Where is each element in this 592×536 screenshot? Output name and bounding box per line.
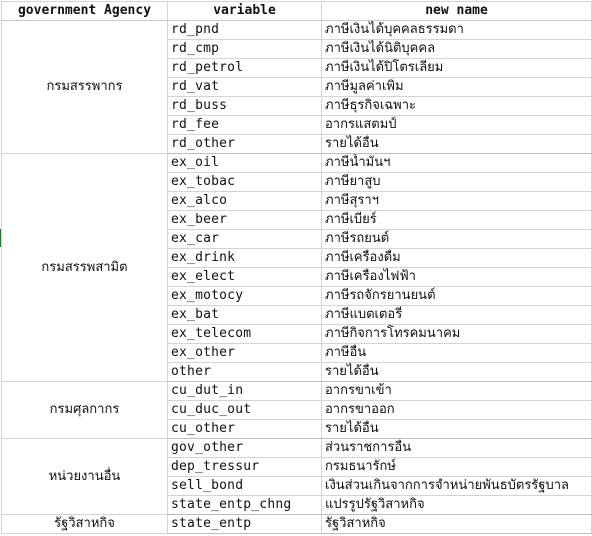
variable-cell[interactable]: rd_vat (167, 77, 322, 97)
variable-cell[interactable]: ex_motocy (167, 286, 322, 306)
variable-cell[interactable]: ex_other (167, 343, 322, 363)
variable-cell[interactable]: ex_elect (167, 267, 322, 287)
new-name-cell[interactable]: แปรรูปรัฐวิสาหกิจ (321, 495, 592, 515)
variable-cell[interactable]: dep_tressur (167, 457, 322, 477)
new-name-cell[interactable]: เงินส่วนเกินจากการจำหน่ายพันธบัตรรัฐบาล (321, 476, 592, 496)
new-name-cell[interactable]: รายได้อื่น (321, 134, 592, 154)
new-name-cell[interactable]: ภาษีเครื่องดื่ม (321, 248, 592, 268)
agency-cell[interactable]: กรมศุลกากร (1, 381, 168, 439)
agency-cell[interactable]: กรมสรรพสามิต (1, 153, 168, 382)
variable-cell[interactable]: ex_car (167, 229, 322, 249)
header-row: government Agency variable new name (1, 1, 592, 21)
variable-cell[interactable]: other (167, 362, 322, 382)
variable-cell[interactable]: ex_drink (167, 248, 322, 268)
new-name-cell[interactable]: ภาษีธุรกิจเฉพาะ (321, 96, 592, 116)
new-name-cell[interactable]: ภาษีแบตเตอรี่ (321, 305, 592, 325)
variable-cell[interactable]: cu_other (167, 419, 322, 439)
new-name-cell[interactable]: ภาษียาสูบ (321, 172, 592, 192)
variable-cell[interactable]: sell_bond (167, 476, 322, 496)
new-name-cell[interactable]: กรมธนารักษ์ (321, 457, 592, 477)
new-name-cell[interactable]: ภาษีกิจการโทรคมนาคม (321, 324, 592, 344)
new-name-cell[interactable]: อากรขาออก (321, 400, 592, 420)
agency-cell[interactable]: กรมสรรพากร (1, 20, 168, 154)
variable-cell[interactable]: ex_oil (167, 153, 322, 173)
new-name-cell[interactable]: ภาษีเครื่องไฟฟ้า (321, 267, 592, 287)
header-agency[interactable]: government Agency (1, 1, 168, 21)
variable-cell[interactable]: rd_petrol (167, 58, 322, 78)
new-name-cell[interactable]: ภาษีมูลค่าเพิ่ม (321, 77, 592, 97)
new-name-cell[interactable]: ภาษีอื่น (321, 343, 592, 363)
new-name-cell[interactable]: ภาษีรถจักรยานยนต์ (321, 286, 592, 306)
new-name-cell[interactable]: ส่วนราชการอื่น (321, 438, 592, 458)
new-name-cell[interactable]: ภาษีเงินได้ปิโตรเลียม (321, 58, 592, 78)
new-name-cell[interactable]: ภาษีเบียร์ (321, 210, 592, 230)
new-name-cell[interactable]: อากรแสตมป์ (321, 115, 592, 135)
new-name-cell[interactable]: ภาษีเงินได้บุคคลธรรมดา (321, 20, 592, 40)
variable-cell[interactable]: gov_other (167, 438, 322, 458)
variable-cell[interactable]: ex_bat (167, 305, 322, 325)
new-name-cell[interactable]: อากรขาเข้า (321, 381, 592, 401)
variable-cell[interactable]: cu_dut_in (167, 381, 322, 401)
variable-cell[interactable]: state_entp (167, 514, 322, 534)
new-name-cell[interactable]: ภาษีสุราฯ (321, 191, 592, 211)
variable-cell[interactable]: ex_beer (167, 210, 322, 230)
new-name-cell[interactable]: รายได้อื่น (321, 419, 592, 439)
new-name-cell[interactable]: ภาษีรถยนต์ (321, 229, 592, 249)
variable-cell[interactable]: rd_cmp (167, 39, 322, 59)
variable-cell[interactable]: ex_telecom (167, 324, 322, 344)
new-name-cell[interactable]: ภาษีน้ำมันฯ (321, 153, 592, 173)
agency-cell[interactable]: หน่วยงานอื่น (1, 438, 168, 515)
variable-cell[interactable]: rd_buss (167, 96, 322, 116)
variable-cell[interactable]: rd_fee (167, 115, 322, 135)
variable-cell[interactable]: rd_other (167, 134, 322, 154)
new-name-cell[interactable]: รัฐวิสาหกิจ (321, 514, 592, 534)
variable-cell[interactable]: rd_pnd (167, 20, 322, 40)
variable-cell[interactable]: state_entp_chng (167, 495, 322, 515)
header-variable[interactable]: variable (167, 1, 322, 21)
variable-cell[interactable]: cu_duc_out (167, 400, 322, 420)
new-name-cell[interactable]: ภาษีเงินได้นิติบุคคล (321, 39, 592, 59)
agency-cell[interactable]: รัฐวิสาหกิจ (1, 514, 168, 534)
new-name-cell[interactable]: รายได้อื่น (321, 362, 592, 382)
header-new-name[interactable]: new name (321, 1, 592, 21)
variable-cell[interactable]: ex_tobac (167, 172, 322, 192)
variable-cell[interactable]: ex_alco (167, 191, 322, 211)
